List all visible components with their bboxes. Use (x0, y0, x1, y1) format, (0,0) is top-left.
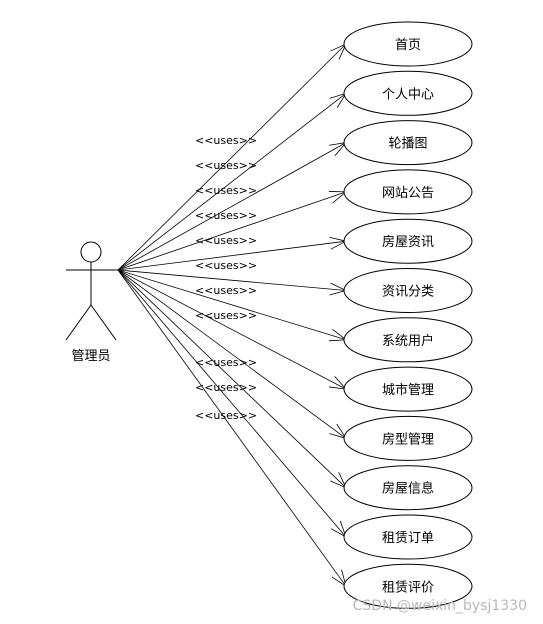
association-line (117, 269, 347, 488)
association-lines (117, 43, 348, 588)
use-case-label: 轮播图 (388, 137, 427, 152)
use-case-ellipse (343, 70, 473, 116)
use-case-ellipse (343, 21, 473, 67)
association-line (117, 92, 347, 271)
use-case-label: 租赁评价 (382, 580, 434, 595)
association-line (117, 269, 347, 390)
watermark: CSDN @weixin_bysj1330 (353, 598, 527, 614)
use-case-ellipse (343, 514, 473, 560)
use-case-label: 网站公告 (382, 186, 434, 201)
uses-stereotype-label: <<uses>> (195, 409, 257, 422)
use-case-ellipse (343, 366, 473, 412)
actor-head (80, 241, 102, 263)
uses-stereotype-label: <<uses>> (195, 259, 257, 272)
use-case-ellipse (343, 317, 473, 363)
use-case-ellipse (343, 268, 473, 313)
association-line (117, 269, 347, 538)
actor-left-leg (65, 304, 92, 341)
uses-stereotype-label: <<uses>> (195, 184, 257, 197)
uses-stereotype-label: <<uses>> (195, 159, 257, 172)
use-case-label: 房屋信息 (382, 481, 434, 497)
use-case-label: 城市管理 (382, 382, 434, 398)
use-case-label: 首页 (395, 38, 421, 53)
uses-stereotype-label: <<uses>> (195, 209, 257, 222)
association-line (117, 43, 347, 271)
association-line (117, 191, 347, 271)
association-line (117, 269, 347, 587)
association-line (117, 142, 347, 271)
uses-stereotype-label: <<uses>> (195, 309, 257, 322)
use-case-ellipse (343, 415, 473, 461)
association-line (117, 269, 347, 291)
use-case-ellipse (343, 563, 473, 609)
arrowhead (328, 376, 348, 390)
use-case-ellipse (343, 120, 473, 166)
use-case-ellipses: 首页个人中心轮播图网站公告房屋资讯资讯分类系统用户城市管理房型管理房屋信息租赁订… (343, 21, 473, 609)
use-case-ellipse (343, 465, 473, 511)
actor-label: 管理员 (71, 349, 110, 364)
arrowhead (329, 142, 347, 156)
association-line (117, 240, 347, 271)
uses-stereotype-label: <<uses>> (195, 134, 257, 147)
use-case-label: 系统用户 (382, 333, 434, 349)
association-line (117, 269, 347, 341)
association-line (117, 269, 347, 439)
use-case-label: 租赁订单 (382, 531, 434, 546)
use-case-label: 个人中心 (382, 87, 434, 102)
uses-stereotype-label: <<uses>> (195, 234, 257, 247)
uses-stereotype-label: <<uses>> (195, 284, 257, 297)
use-case-label: 资讯分类 (382, 285, 434, 300)
use-case-label: 房屋资讯 (382, 234, 434, 250)
use-case-ellipse (343, 169, 473, 215)
actor-right-leg (90, 304, 117, 341)
stereotype-labels: <<uses>> <<uses>> <<uses>> <<uses>> <<uses>>… (195, 134, 257, 422)
uses-stereotype-label: <<uses>> (195, 356, 257, 369)
use-case-label: 房型管理 (382, 431, 434, 447)
use-case-ellipse (343, 218, 473, 264)
actor-figure: 管理员 (65, 241, 118, 364)
uses-stereotype-label: <<uses>> (195, 381, 257, 394)
